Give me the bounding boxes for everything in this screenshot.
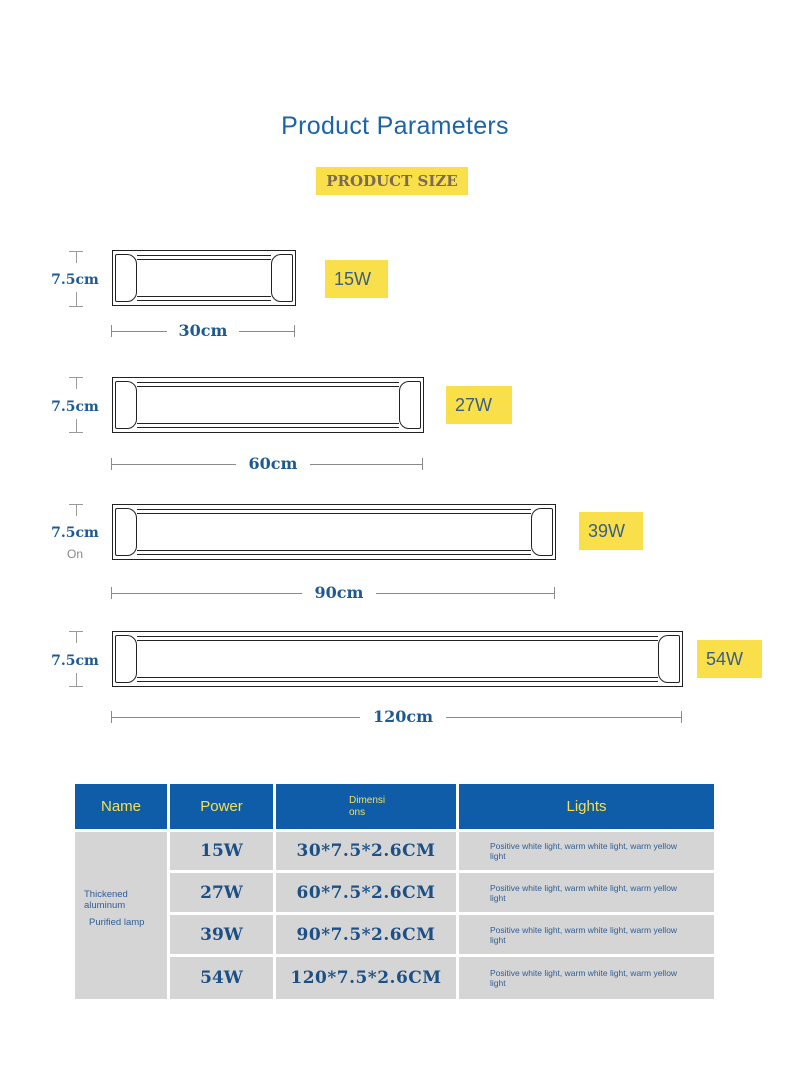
lamp-outline bbox=[112, 250, 296, 306]
page-title: Product Parameters bbox=[281, 112, 509, 140]
power-badge: 27W bbox=[446, 386, 512, 424]
length-tick-right bbox=[294, 325, 295, 337]
header-lights: Lights bbox=[459, 784, 714, 829]
length-label: 60cm bbox=[236, 454, 310, 473]
lamp-diagram-54w: 7.5cm 54W 120cm bbox=[0, 620, 790, 730]
height-tick-stem bbox=[76, 292, 77, 306]
length-tick-right bbox=[422, 458, 423, 470]
height-note: On bbox=[66, 547, 83, 561]
row-dimensions: 60*7.5*2.6CM bbox=[276, 873, 456, 912]
row-lights: Positive white light, warm white light, … bbox=[459, 832, 714, 870]
row-dimensions: 90*7.5*2.6CM bbox=[276, 915, 456, 954]
length-label: 120cm bbox=[360, 707, 446, 726]
height-label: 7.5cm bbox=[51, 399, 99, 415]
product-name-cell: Thickened aluminum Purified lamp bbox=[75, 832, 167, 999]
product-size-badge: PRODUCT SIZE bbox=[316, 167, 468, 195]
length-tick-right bbox=[681, 711, 682, 723]
row-power: 27W bbox=[170, 873, 273, 912]
lamp-outline bbox=[112, 377, 424, 433]
height-label: 7.5cm bbox=[51, 525, 99, 541]
height-tick-bottom bbox=[69, 306, 83, 307]
length-tick-right bbox=[554, 587, 555, 599]
height-tick-stem bbox=[76, 631, 77, 643]
product-name-line3: Purified lamp bbox=[89, 917, 145, 928]
height-label: 7.5cm bbox=[51, 653, 99, 669]
row-dimensions: 120*7.5*2.6CM bbox=[276, 957, 456, 999]
row-power: 15W bbox=[170, 832, 273, 870]
lamp-diagram-27w: 7.5cm 27W 60cm bbox=[0, 366, 790, 476]
row-lights: Positive white light, warm white light, … bbox=[459, 957, 714, 999]
lamp-diagram-39w: 7.5cm On 39W 90cm bbox=[0, 494, 790, 604]
height-tick-bottom bbox=[69, 686, 83, 687]
product-name-line2: aluminum bbox=[84, 900, 126, 911]
lamp-outline bbox=[112, 504, 556, 560]
header-dimensions: Dimensi ons bbox=[276, 784, 456, 829]
product-name-line1: Thickened bbox=[84, 889, 128, 900]
row-lights: Positive white light, warm white light, … bbox=[459, 873, 714, 912]
row-dimensions: 30*7.5*2.6CM bbox=[276, 832, 456, 870]
height-tick-stem bbox=[76, 504, 77, 516]
length-label: 30cm bbox=[167, 321, 239, 340]
row-power: 39W bbox=[170, 915, 273, 954]
header-dimensions-line2: ons bbox=[349, 806, 366, 818]
header-power: Power bbox=[170, 784, 273, 829]
power-badge: 54W bbox=[697, 640, 762, 678]
height-label: 7.5cm bbox=[51, 272, 99, 288]
lamp-diagram-15w: 7.5cm 15W 30cm bbox=[0, 240, 790, 350]
height-tick-stem bbox=[76, 377, 77, 389]
height-tick-stem bbox=[76, 251, 77, 263]
row-lights: Positive white light, warm white light, … bbox=[459, 915, 714, 954]
row-power: 54W bbox=[170, 957, 273, 999]
length-label: 90cm bbox=[302, 583, 376, 602]
height-tick-bottom bbox=[69, 432, 83, 433]
height-tick-stem bbox=[76, 673, 77, 686]
power-badge: 39W bbox=[579, 512, 643, 550]
lamp-outline bbox=[112, 631, 683, 687]
header-dimensions-line1: Dimensi bbox=[349, 794, 386, 806]
height-tick-stem bbox=[76, 419, 77, 432]
power-badge: 15W bbox=[325, 260, 388, 298]
header-name: Name bbox=[75, 784, 167, 829]
